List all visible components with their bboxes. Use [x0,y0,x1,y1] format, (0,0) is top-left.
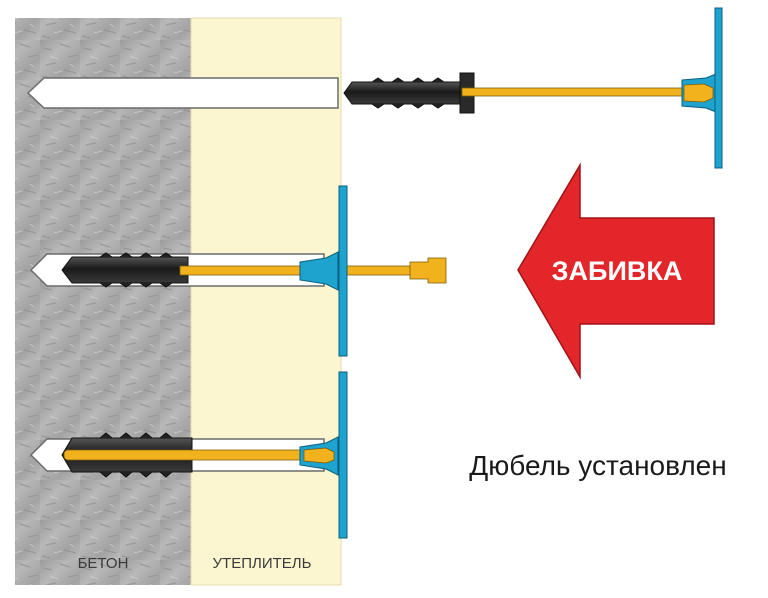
arrow-label: ЗАБИВКА [552,256,683,286]
dowel-sleeve [343,72,475,114]
insulation-label: УТЕПЛИТЕЛЬ [213,555,312,572]
stage-2-driving [29,185,447,357]
installed-caption: Дюбель установлен [469,450,726,481]
wall: БЕТОН УТЕПЛИТЕЛЬ [15,17,342,586]
driving-direction-arrow: ЗАБИВКА [517,162,715,380]
dowel-cap [681,7,723,169]
dowel-pin [63,449,305,461]
dowel-pin [461,87,691,97]
insulation-layer [190,17,342,586]
drilled-hole [26,77,339,109]
stage-3-installed [29,371,348,539]
dowel-cap [299,185,348,357]
arrow-shape [517,162,715,380]
dowel-pin [179,265,413,276]
dowel-pin-head [409,257,447,284]
concrete-layer [15,18,191,585]
stage-1-drilled-hole [26,7,723,169]
concrete-label: БЕТОН [78,555,129,572]
dowel-sleeve [61,252,189,288]
dowel-cap [299,371,348,539]
